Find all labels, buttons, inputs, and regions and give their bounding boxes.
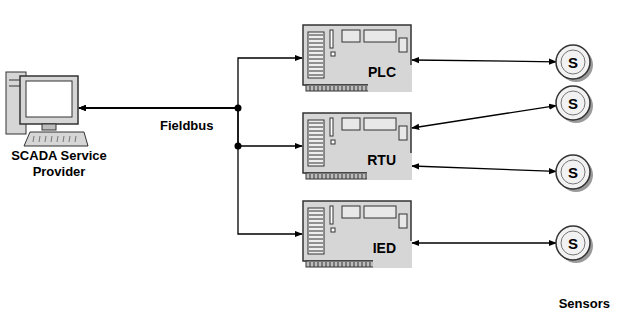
sensor-circle: S	[553, 83, 593, 123]
connector	[412, 60, 556, 62]
sensor-circle: S	[553, 42, 593, 82]
node-label: S	[568, 235, 578, 252]
computer-icon	[0, 62, 90, 148]
group-label: Sensors	[557, 296, 612, 311]
node-caption: SCADA Service Provider	[0, 148, 118, 179]
controller-board: RTU	[302, 112, 412, 180]
connector	[79, 108, 302, 146]
node-label: S	[568, 95, 578, 112]
connector	[79, 58, 302, 108]
connector	[412, 242, 556, 243]
computer-node: SCADA Service Provider	[0, 62, 118, 179]
bus-label: Fieldbus	[158, 118, 215, 133]
node-label: S	[568, 54, 578, 71]
controller-board: IED	[302, 200, 412, 268]
sensor-circle: S	[553, 152, 593, 192]
node-label: RTU	[367, 153, 412, 180]
node-label: S	[568, 164, 578, 181]
bus-junction	[235, 143, 242, 150]
connector	[412, 166, 556, 171]
node-label: PLC	[368, 65, 412, 92]
bus-junction	[235, 105, 242, 112]
connector	[79, 108, 302, 234]
node-label: IED	[373, 241, 412, 268]
sensor-circle: S	[553, 223, 593, 263]
controller-board: PLC	[302, 24, 412, 92]
connector	[412, 106, 556, 128]
